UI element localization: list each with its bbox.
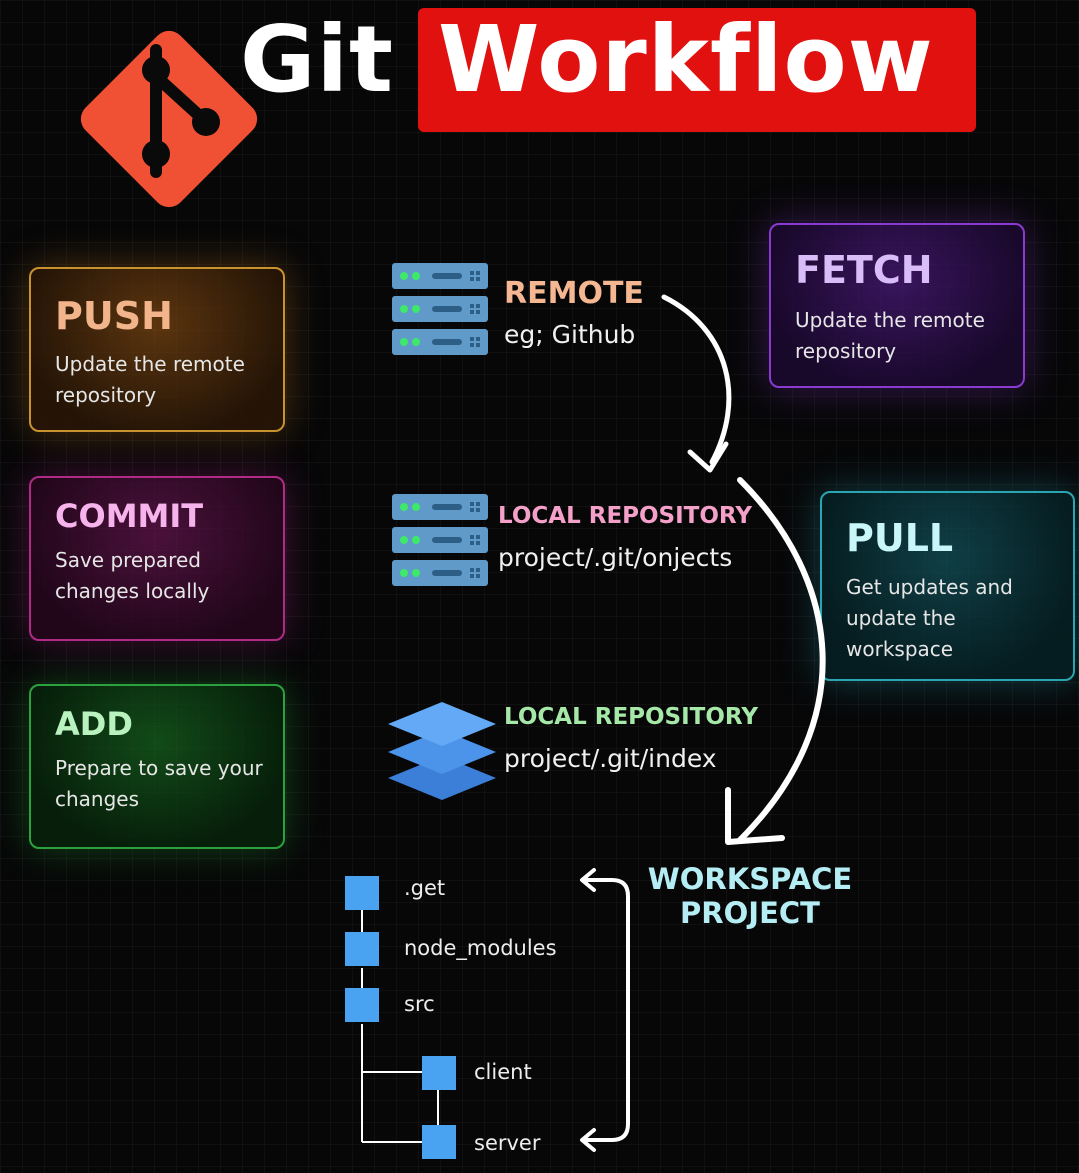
title-workflow: Workflow (438, 6, 934, 113)
folder-icon (345, 932, 379, 966)
commit-description: Save prepared changes locally (55, 548, 210, 603)
push-title: PUSH (55, 294, 173, 338)
fetch-title: FETCH (795, 248, 933, 292)
tree-item-client: client (474, 1060, 532, 1084)
workspace-bracket-arrow (582, 878, 630, 1142)
tree-item-get: .get (404, 876, 446, 900)
workspace-title-line2: PROJECT (680, 896, 820, 930)
git-logo-icon (80, 30, 258, 208)
server-icon (392, 263, 488, 355)
commit-title: COMMIT (55, 497, 204, 535)
push-card: PUSH Update the remote repository (29, 267, 285, 432)
push-description: Update the remote repository (55, 352, 245, 407)
tree-item-server: server (474, 1131, 541, 1155)
workspace-title-line1: WORKSPACE (647, 862, 853, 896)
local-repository-objects-title: LOCAL REPOSITORY (498, 503, 753, 529)
arrow-local-to-workspace (737, 477, 826, 843)
add-description: Prepare to save your changes (55, 756, 263, 811)
workspace-project-title: WORKSPACE PROJECT (640, 862, 860, 930)
title-highlight-box (418, 8, 976, 132)
arrow-remote-to-local (661, 294, 732, 465)
folder-icon (345, 988, 379, 1022)
local-repository-objects-path: project/.git/onjects (498, 543, 733, 572)
folder-icon (422, 1056, 456, 1090)
tree-item-src: src (404, 992, 435, 1016)
add-title: ADD (55, 705, 133, 743)
pull-card: PULL Get updates and update the workspac… (820, 491, 1075, 681)
file-tree-graphic (345, 876, 456, 1159)
remote-subtitle: eg; Github (504, 320, 636, 349)
local-repository-index-path: project/.git/index (504, 744, 717, 773)
folder-icon (422, 1125, 456, 1159)
tree-item-node-modules: node_modules (404, 936, 557, 960)
commit-card: COMMIT Save prepared changes locally (29, 476, 285, 641)
pull-title: PULL (846, 516, 954, 560)
remote-title: REMOTE (504, 276, 644, 311)
pull-description: Get updates and update the workspace (846, 575, 1013, 661)
fetch-description: Update the remote repository (795, 308, 985, 363)
server-icon (392, 494, 488, 586)
folder-icon (345, 876, 379, 910)
layers-icon (388, 702, 496, 800)
title-git: Git (240, 6, 395, 113)
fetch-card: FETCH Update the remote repository (769, 223, 1025, 388)
add-card: ADD Prepare to save your changes (29, 684, 285, 849)
local-repository-index-title: LOCAL REPOSITORY (504, 704, 759, 730)
